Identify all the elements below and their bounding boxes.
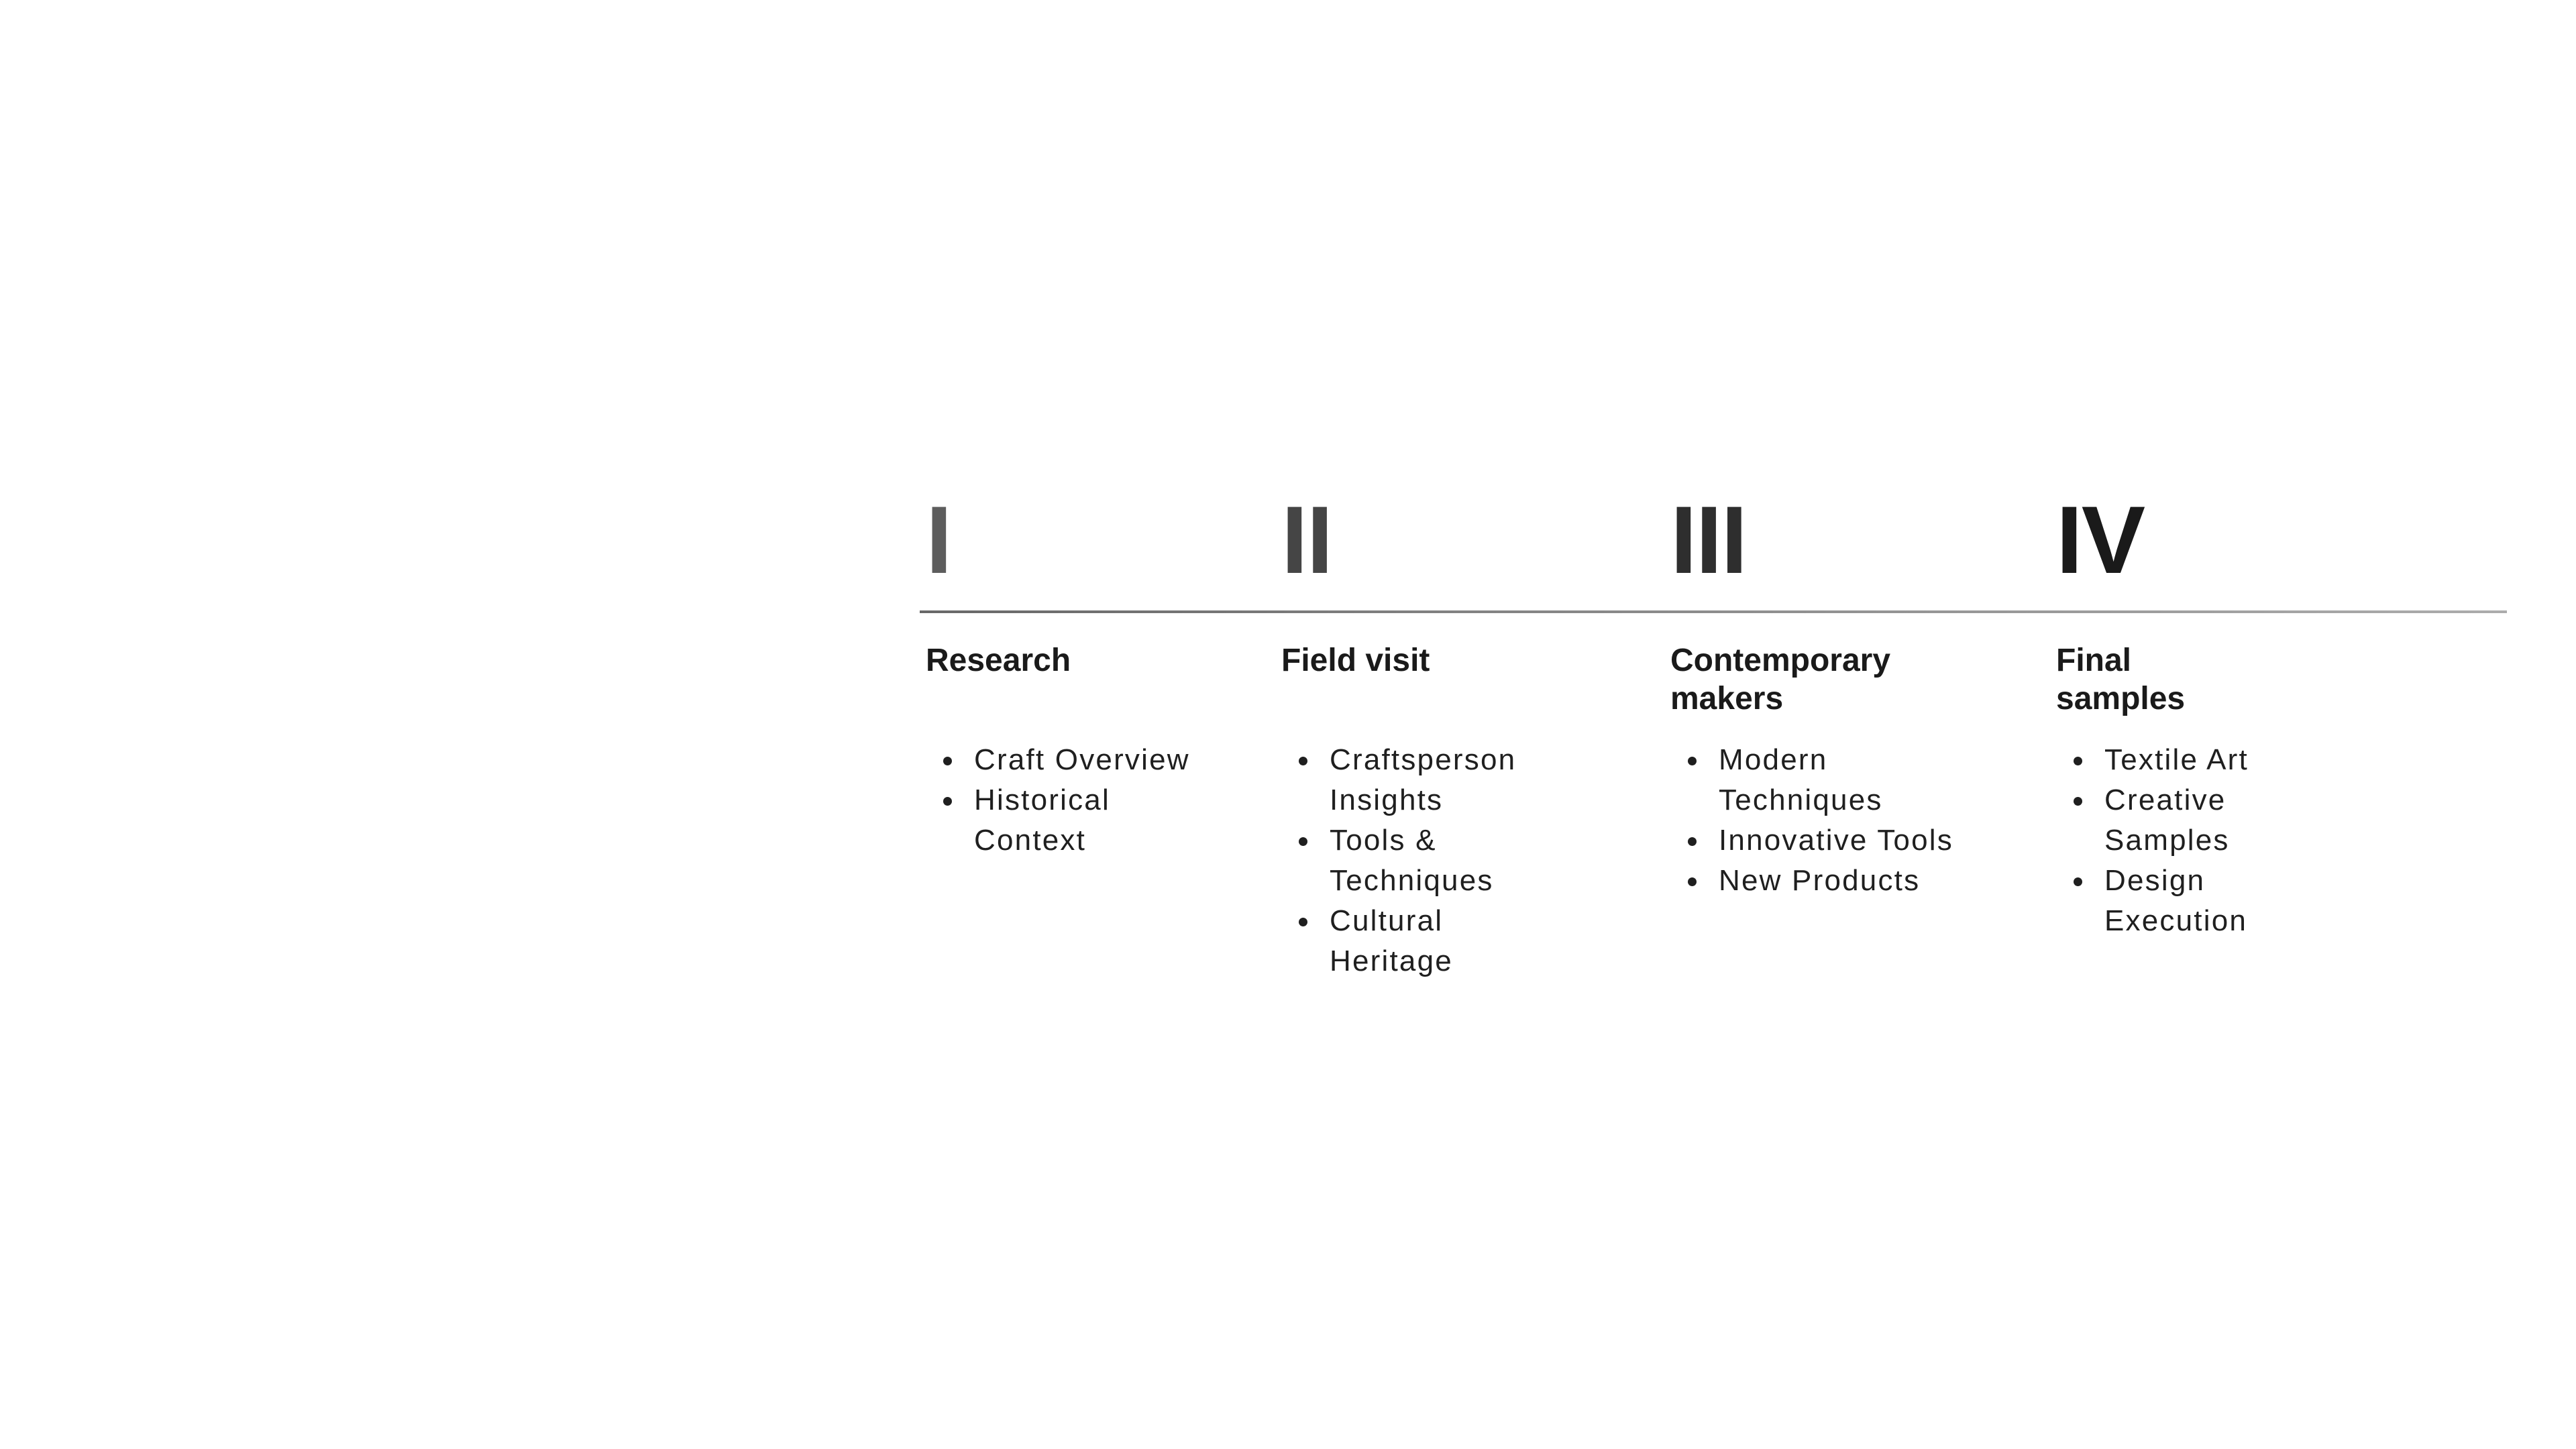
list-item-text: Cultural Heritage bbox=[1330, 904, 1453, 977]
bullet-icon bbox=[1299, 918, 1307, 926]
list-item: Craft Overview bbox=[926, 740, 1222, 780]
phase-numeral: II bbox=[1281, 487, 1333, 594]
list-item-text: Textile Art bbox=[2104, 743, 2249, 776]
bullet-icon bbox=[2074, 797, 2082, 806]
phase-numeral: IV bbox=[2056, 487, 2145, 594]
list-item-text: Creative Samples bbox=[2104, 784, 2230, 857]
list-item: Tools & Techniques bbox=[1281, 820, 1551, 901]
phase-numeral: I bbox=[926, 487, 953, 594]
phase-title: Research bbox=[926, 643, 1071, 678]
list-item-text: Design Execution bbox=[2104, 864, 2248, 937]
list-item-text: Innovative Tools bbox=[1719, 824, 1953, 857]
phase-list: Craftsperson Insights Tools & Techniques… bbox=[1281, 740, 1551, 981]
list-item-text: Tools & Techniques bbox=[1330, 824, 1494, 897]
list-item: Innovative Tools bbox=[1670, 820, 1974, 861]
list-item-text: Craftsperson Insights bbox=[1330, 743, 1517, 816]
list-item: Modern Techniques bbox=[1670, 740, 1974, 820]
list-item-text: Historical Context bbox=[974, 784, 1110, 857]
list-item: Textile Art bbox=[2056, 740, 2306, 780]
bullet-icon bbox=[2074, 757, 2082, 765]
list-item: Design Execution bbox=[2056, 861, 2306, 941]
bullet-icon bbox=[1299, 757, 1307, 765]
list-item: Historical Context bbox=[926, 780, 1222, 861]
timeline-divider bbox=[920, 610, 2507, 613]
bullet-icon bbox=[1688, 837, 1697, 846]
list-item: Craftsperson Insights bbox=[1281, 740, 1551, 820]
bullet-icon bbox=[2074, 877, 2082, 886]
bullet-icon bbox=[1688, 757, 1697, 765]
list-item-text: Modern Techniques bbox=[1719, 743, 1883, 816]
phase-numeral: III bbox=[1670, 487, 1748, 594]
list-item-text: Craft Overview bbox=[974, 743, 1190, 776]
phase-title: Contemporary makers bbox=[1670, 643, 1891, 716]
bullet-icon bbox=[943, 757, 952, 765]
bullet-icon bbox=[1688, 877, 1697, 886]
bullet-icon bbox=[1299, 837, 1307, 846]
phase-list: Textile Art Creative Samples Design Exec… bbox=[2056, 740, 2306, 941]
phase-title: Final samples bbox=[2056, 643, 2186, 716]
list-item: Creative Samples bbox=[2056, 780, 2306, 861]
bullet-icon bbox=[943, 797, 952, 806]
list-item-text: New Products bbox=[1719, 864, 1921, 897]
phase-title: Field visit bbox=[1281, 643, 1430, 678]
phase-list: Craft Overview Historical Context bbox=[926, 740, 1222, 861]
list-item: Cultural Heritage bbox=[1281, 901, 1551, 981]
list-item: New Products bbox=[1670, 861, 1974, 901]
phase-list: Modern Techniques Innovative Tools New P… bbox=[1670, 740, 1974, 901]
